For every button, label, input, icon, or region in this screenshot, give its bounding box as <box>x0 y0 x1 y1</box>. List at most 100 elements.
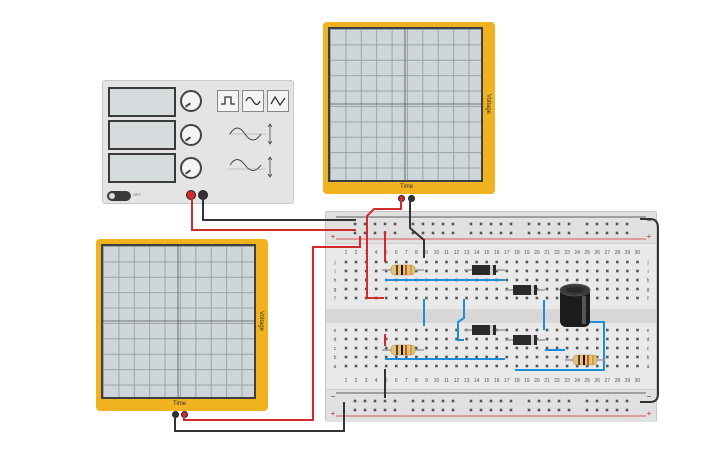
terminal-hole[interactable] <box>545 328 549 332</box>
rail-hole[interactable] <box>451 231 455 235</box>
terminal-hole[interactable] <box>405 287 408 291</box>
rail-hole[interactable] <box>509 231 513 235</box>
terminal-hole[interactable] <box>505 260 509 264</box>
terminal-hole[interactable] <box>495 287 499 291</box>
terminal-hole[interactable] <box>425 355 428 359</box>
rail-hole[interactable] <box>547 399 551 403</box>
terminal-hole[interactable] <box>616 269 619 273</box>
rail-hole[interactable] <box>363 399 367 403</box>
terminal-hole[interactable] <box>415 260 418 264</box>
terminal-hole[interactable] <box>475 355 478 359</box>
terminal-hole[interactable] <box>636 269 639 273</box>
function-generator[interactable]: OFF <box>102 80 294 204</box>
terminal-hole[interactable] <box>606 355 609 359</box>
terminal-hole[interactable] <box>585 269 589 273</box>
rail-hole[interactable] <box>509 408 513 412</box>
terminal-hole[interactable] <box>435 269 438 273</box>
terminal-hole[interactable] <box>475 287 478 291</box>
rail-hole[interactable] <box>509 399 513 403</box>
rail-hole[interactable] <box>605 408 609 412</box>
terminal-hole[interactable] <box>505 328 509 332</box>
terminal-hole[interactable] <box>545 269 549 273</box>
terminal-hole[interactable] <box>435 364 438 368</box>
terminal-hole[interactable] <box>465 355 468 359</box>
terminal-hole[interactable] <box>425 346 428 350</box>
terminal-hole[interactable] <box>636 260 639 264</box>
terminal-hole[interactable] <box>535 346 539 350</box>
terminal-hole[interactable] <box>425 364 428 368</box>
wire-generator-positive[interactable] <box>191 196 356 231</box>
terminal-hole[interactable] <box>425 337 428 341</box>
rail-hole[interactable] <box>509 222 513 226</box>
terminal-hole[interactable] <box>415 346 418 350</box>
rail-hole[interactable] <box>605 222 609 226</box>
terminal-hole[interactable] <box>515 269 519 273</box>
terminal-hole[interactable] <box>606 296 609 300</box>
terminal-hole[interactable] <box>565 260 569 264</box>
rail-hole[interactable] <box>373 231 377 235</box>
terminal-hole[interactable] <box>565 269 569 273</box>
terminal-hole[interactable] <box>445 287 448 291</box>
terminal-hole[interactable] <box>465 287 468 291</box>
terminal-hole[interactable] <box>354 260 358 264</box>
terminal-hole[interactable] <box>354 337 358 341</box>
rail-hole[interactable] <box>431 399 435 403</box>
rail-hole[interactable] <box>557 399 561 403</box>
rail-hole[interactable] <box>353 408 357 412</box>
terminal-hole[interactable] <box>515 364 519 368</box>
terminal-hole[interactable] <box>505 355 509 359</box>
oscilloscope-top[interactable]: Voltage Time <box>323 22 495 194</box>
terminal-hole[interactable] <box>525 296 529 300</box>
diode-3[interactable] <box>464 325 505 335</box>
terminal-hole[interactable] <box>555 364 559 368</box>
rail-hole[interactable] <box>615 222 619 226</box>
terminal-hole[interactable] <box>485 364 488 368</box>
terminal-hole[interactable] <box>626 364 629 368</box>
rail-hole[interactable] <box>393 222 397 226</box>
terminal-hole[interactable] <box>555 278 559 282</box>
rail-hole[interactable] <box>421 408 425 412</box>
rail-hole[interactable] <box>479 408 483 412</box>
rail-hole[interactable] <box>441 222 445 226</box>
triangle-wave-button[interactable] <box>267 90 289 112</box>
wire-scope-left-negative[interactable] <box>174 402 345 432</box>
terminal-hole[interactable] <box>405 364 408 368</box>
terminal-hole[interactable] <box>445 260 448 264</box>
rail-hole[interactable] <box>421 399 425 403</box>
terminal-hole[interactable] <box>374 355 378 359</box>
rail-hole[interactable] <box>469 222 473 226</box>
terminal-hole[interactable] <box>515 296 519 300</box>
rail-hole[interactable] <box>363 408 367 412</box>
terminal-hole[interactable] <box>344 346 348 350</box>
terminal-hole[interactable] <box>495 337 499 341</box>
terminal-hole[interactable] <box>636 278 639 282</box>
terminal-hole[interactable] <box>535 355 539 359</box>
terminal-hole[interactable] <box>525 355 529 359</box>
rail-hole[interactable] <box>527 399 531 403</box>
resistor-1[interactable] <box>382 264 424 276</box>
rail-hole[interactable] <box>489 399 493 403</box>
rail-hole[interactable] <box>431 408 435 412</box>
wire-ground-rail-jumper[interactable] <box>640 218 659 403</box>
terminal-hole[interactable] <box>344 355 348 359</box>
rail-hole[interactable] <box>421 231 425 235</box>
terminal-hole[interactable] <box>636 328 639 332</box>
terminal-hole[interactable] <box>565 278 569 282</box>
terminal-hole[interactable] <box>495 296 499 300</box>
terminal-hole[interactable] <box>636 364 639 368</box>
rail-hole[interactable] <box>431 231 435 235</box>
wire-scope-top-positive[interactable] <box>366 198 402 299</box>
terminal-hole[interactable] <box>515 260 519 264</box>
rail-hole[interactable] <box>421 222 425 226</box>
terminal-hole[interactable] <box>475 337 478 341</box>
rail-hole[interactable] <box>451 222 455 226</box>
terminal-hole[interactable] <box>344 328 348 332</box>
terminal-hole[interactable] <box>405 260 408 264</box>
terminal-hole[interactable] <box>384 364 388 368</box>
rail-hole[interactable] <box>431 222 435 226</box>
amplitude-knob[interactable] <box>180 124 202 146</box>
terminal-hole[interactable] <box>374 260 378 264</box>
terminal-hole[interactable] <box>606 278 609 282</box>
rail-hole[interactable] <box>557 222 561 226</box>
terminal-hole[interactable] <box>606 269 609 273</box>
